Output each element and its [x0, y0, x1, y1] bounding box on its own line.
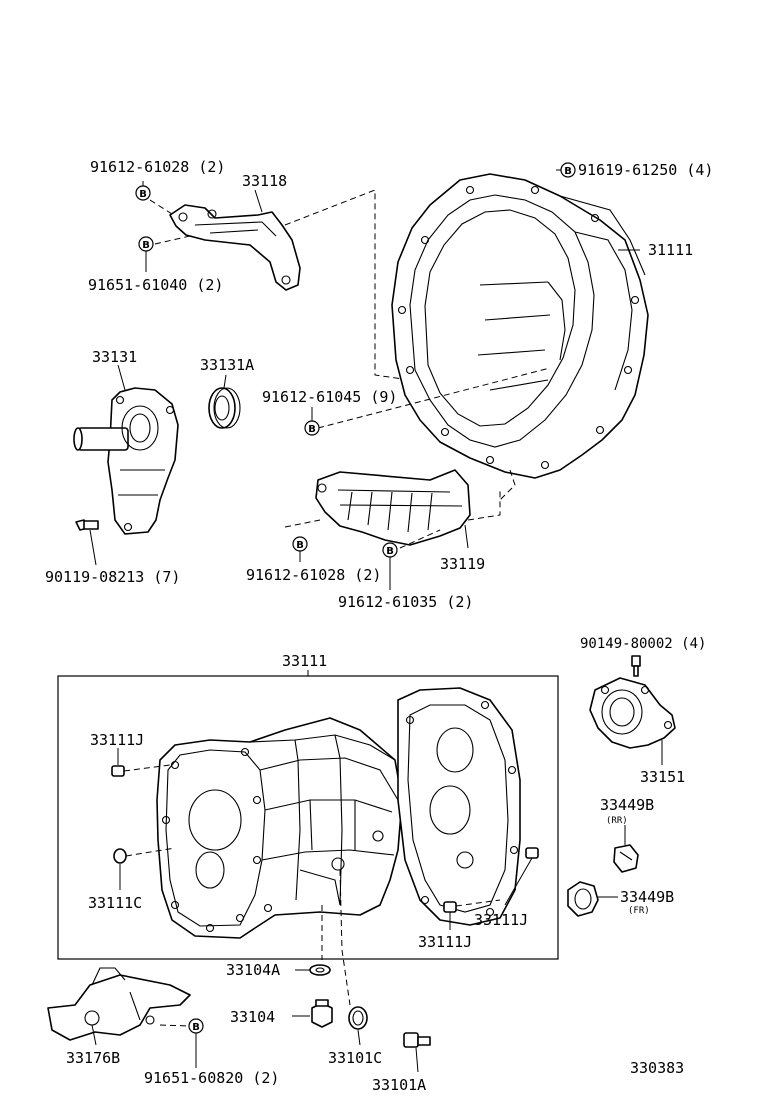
label-91651-60820: 91651-60820 (2): [144, 1069, 279, 1087]
svg-text:B: B: [386, 546, 394, 557]
label-33449B-rr: 33449B: [600, 796, 654, 814]
dowel-pin-33111J-right-a[interactable]: [443, 901, 457, 913]
label-33151: 33151: [640, 768, 685, 786]
label-rr-note: (RR): [606, 816, 628, 826]
bolt-90119-08213[interactable]: [75, 519, 99, 531]
bushing-33449B-fr[interactable]: [567, 881, 599, 917]
gasket-33104A[interactable]: [309, 964, 331, 976]
plug-33104[interactable]: [311, 999, 333, 1028]
shift-lever-33176B[interactable]: [47, 967, 191, 1041]
label-91612-61028-bottom: 91612-61028 (2): [246, 566, 381, 584]
label-91612-61045: 91612-61045 (9): [262, 388, 397, 406]
svg-text:B: B: [192, 1022, 200, 1033]
label-33131A: 33131A: [200, 356, 254, 374]
case-assembly-frame: [57, 675, 559, 960]
label-33111-case: 33111: [282, 652, 327, 670]
bolt-marker-91612-61028-bottom: B: [292, 536, 308, 552]
label-91612-61035: 91612-61035 (2): [338, 593, 473, 611]
label-33104A: 33104A: [226, 961, 280, 979]
label-33101A: 33101A: [372, 1076, 426, 1094]
label-31111-top: 31111: [648, 241, 693, 259]
bolt-marker-91612-61035: B: [382, 542, 398, 558]
dowel-pin-33111J-left[interactable]: [111, 765, 125, 777]
cover-33119[interactable]: [315, 469, 471, 546]
label-33111J-right-b: 33111J: [474, 911, 528, 929]
label-90149-80002: 90149-80002 (4): [580, 636, 706, 652]
label-33119: 33119: [440, 555, 485, 573]
label-33449B-fr: 33449B: [620, 888, 674, 906]
adapter-plate[interactable]: [397, 687, 521, 926]
transmission-case-33111[interactable]: [156, 717, 403, 939]
bolt-marker-91651-61040: B: [138, 236, 154, 252]
oil-seal-33131A[interactable]: [208, 387, 241, 429]
label-33104: 33104: [230, 1008, 275, 1026]
label-91651-61040: 91651-61040 (2): [88, 276, 223, 294]
svg-text:B: B: [564, 166, 572, 177]
bearing-retainer-33151[interactable]: [589, 677, 676, 749]
svg-text:B: B: [142, 240, 150, 251]
figure-number: 330383: [630, 1059, 684, 1077]
label-33176B: 33176B: [66, 1049, 120, 1067]
label-33118: 33118: [242, 172, 287, 190]
label-33101C: 33101C: [328, 1049, 382, 1067]
svg-text:B: B: [139, 189, 147, 200]
label-91619-61250: 91619-61250 (4): [578, 161, 713, 179]
plug-33111C[interactable]: [113, 848, 127, 864]
bolt-marker-91612-61028-top: B: [135, 185, 151, 201]
bolt-90149-80002[interactable]: [631, 655, 641, 677]
svg-text:B: B: [308, 424, 316, 435]
label-90119-08213: 90119-08213 (7): [45, 568, 180, 586]
bolt-marker-91619-61250: B: [560, 162, 576, 178]
bearing-retainer-33131[interactable]: [73, 387, 179, 535]
clutch-housing-31111[interactable]: [391, 173, 649, 479]
bushing-33449B-rr[interactable]: [613, 844, 639, 873]
label-33111J-right-a: 33111J: [418, 933, 472, 951]
label-33111J-left: 33111J: [90, 731, 144, 749]
label-91612-61028-top: 91612-61028 (2): [90, 158, 225, 176]
bracket-33118[interactable]: [169, 204, 301, 291]
bolt-marker-91651-60820: B: [188, 1018, 204, 1034]
bolt-marker-91612-61045: B: [304, 420, 320, 436]
dowel-pin-33111J-right-b[interactable]: [525, 847, 539, 859]
label-fr-note: (FR): [628, 906, 650, 916]
label-33131: 33131: [92, 348, 137, 366]
gasket-33101C[interactable]: [348, 1006, 368, 1030]
label-33111C: 33111C: [88, 894, 142, 912]
drain-plug-33101A[interactable]: [403, 1032, 431, 1048]
svg-text:B: B: [296, 540, 304, 551]
